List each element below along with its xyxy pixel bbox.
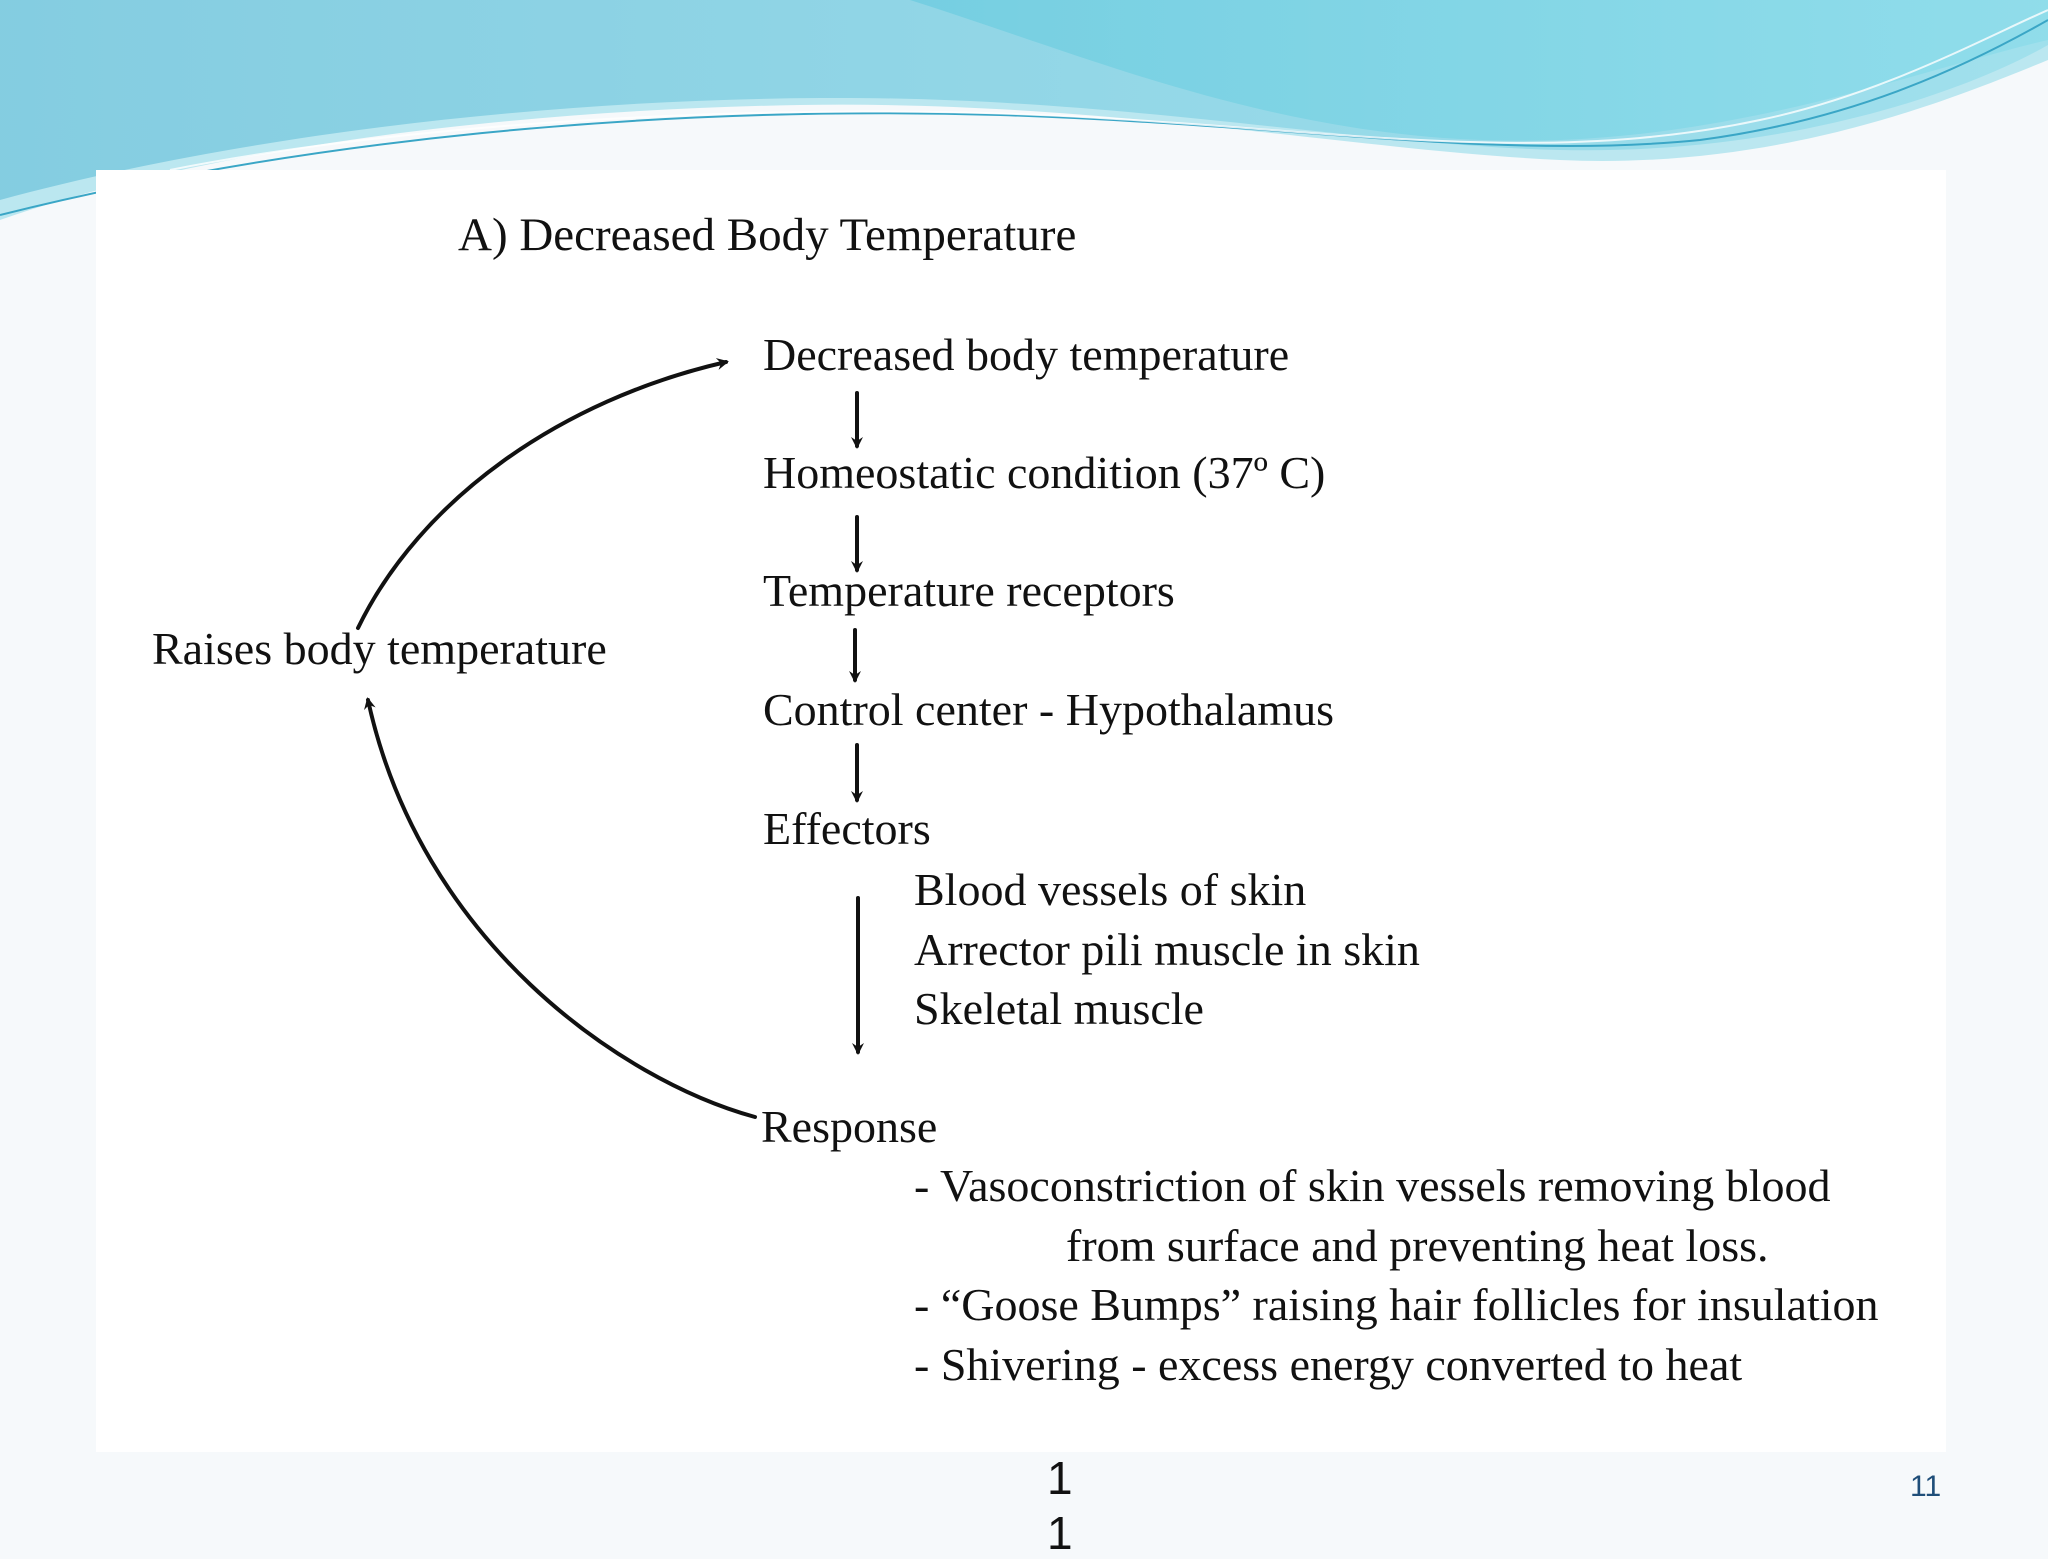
response-line-shivering: - Shivering - excess energy converted to… (914, 1339, 1743, 1390)
header-wave-banner (0, 0, 2048, 240)
slide-title: A) Decreased Body Temperature (458, 209, 1077, 261)
arrow-response-to-raises (364, 697, 757, 1119)
center-number-line-1: 1 (1047, 1452, 1073, 1504)
response-label: Response (761, 1101, 938, 1152)
page-number: 11 (1910, 1470, 1942, 1503)
step-homeostatic-condition: Homeostatic condition (37º C) (763, 447, 1326, 498)
center-number-line-2: 1 (1047, 1507, 1073, 1559)
response-line-vasoconstriction: - Vasoconstriction of skin vessels remov… (914, 1160, 1831, 1211)
effector-blood-vessels: Blood vessels of skin (914, 864, 1307, 915)
step-decreased-body-temperature: Decreased body temperature (763, 329, 1290, 380)
step-temperature-receptors: Temperature receptors (763, 565, 1175, 616)
effector-arrector-pili: Arrector pili muscle in skin (914, 924, 1420, 975)
effector-skeletal-muscle: Skeletal muscle (914, 983, 1204, 1034)
step-control-center: Control center - Hypothalamus (763, 684, 1335, 735)
arrow-raises-to-decreased (356, 358, 729, 630)
response-line-goose-bumps: - “Goose Bumps” raising hair follicles f… (914, 1279, 1879, 1330)
step-effectors: Effectors (763, 803, 931, 854)
loop-label-raises-body-temperature: Raises body temperature (152, 623, 607, 674)
response-line-heat-loss: from surface and preventing heat loss. (1066, 1220, 1769, 1271)
